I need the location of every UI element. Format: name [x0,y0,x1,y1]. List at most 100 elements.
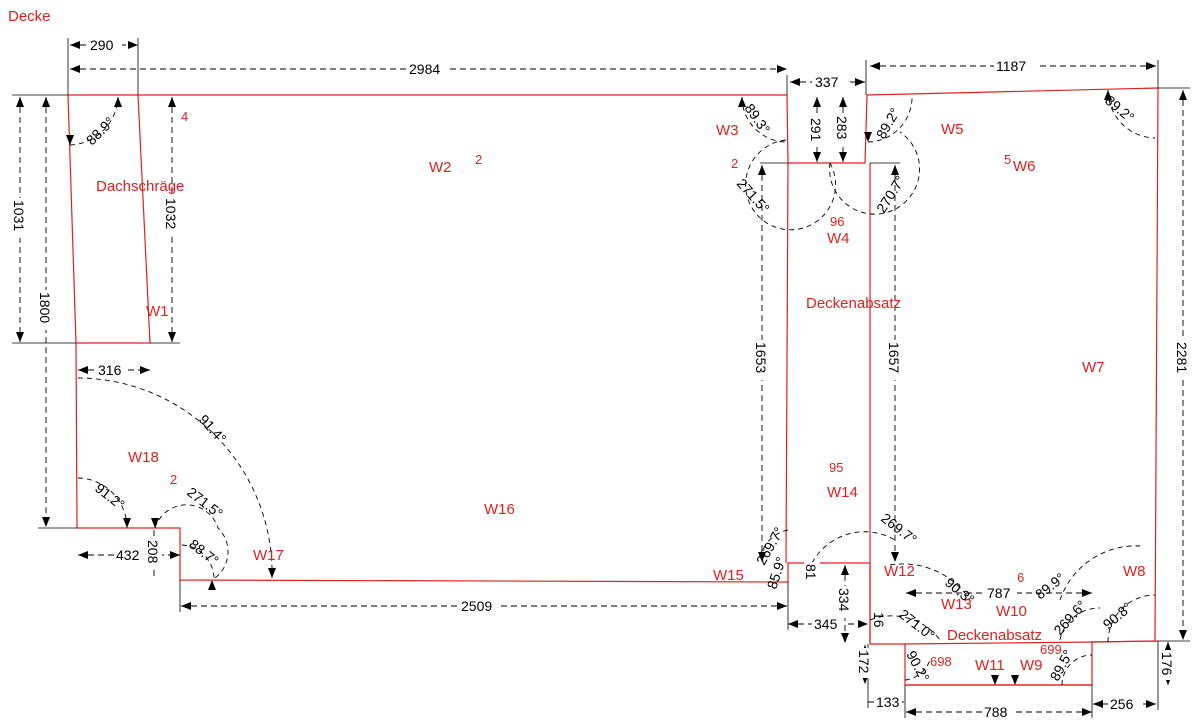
angle-text-89-9: 89.9° [1032,570,1068,603]
arrow [66,135,74,145]
arc-90-3 [889,563,971,601]
wall-label-w16: W16 [484,501,515,518]
arrow [777,65,787,73]
arrow [870,62,880,70]
wall-label-w14: W14 [827,484,858,501]
text-bg [887,340,903,380]
wall-label-w15: W15 [713,567,744,584]
dim-text-81: 81 [803,564,819,580]
wall-w8-stub [1091,640,1159,643]
arrow [70,65,80,73]
arc-269-7-a [811,531,896,564]
dim-text-16: 16 [871,612,887,628]
arrow [1179,90,1187,100]
vertical-dimension-texts: 1031 1800 1032 291 283 1653 1657 2281 20… [11,114,1191,680]
arrow [170,551,180,559]
arrow [1104,90,1112,100]
angle-text-89-2-b: 89.2° [1102,92,1137,125]
wall-label-w17: W17 [253,547,284,564]
arrow [790,78,800,86]
arrow [78,551,88,559]
angle-text-91-4: 91.4° [196,411,230,446]
arrow [1164,642,1172,652]
angle-text-90-2: 90.2° [903,648,933,685]
dim-text-1657: 1657 [886,342,902,373]
arrow [128,41,138,49]
text-bg [146,538,162,570]
arrow [858,620,868,628]
text-bg [1175,340,1191,380]
arrow [1082,708,1092,716]
dim-text-283: 283 [834,116,850,140]
angle-text-90-8: 90.8° [1100,599,1135,632]
arrow [16,332,24,342]
angle-arcs [69,89,1156,686]
text-bg [164,196,180,236]
arc-271-0 [869,615,941,641]
arrow [1093,700,1103,708]
wall-label-w2: W2 [429,159,452,176]
dim-text-2984: 2984 [409,61,440,77]
arc-90-8 [1107,594,1156,643]
wall-w4-left [785,162,789,564]
wall-w11-top [904,641,1093,645]
arc-269-6 [1059,607,1101,641]
marker-2-w3: 2 [731,156,738,171]
dim-text-1032: 1032 [163,198,179,229]
horizontal-dimension-texts: 290 2984 337 1187 316 432 2509 345 787 1… [88,37,1140,720]
wall-label-w10: W10 [996,603,1027,620]
text-bg [1160,650,1176,680]
wall-label-w1: W1 [146,303,169,320]
arc-271-5-bottom [154,504,229,581]
arrow [758,552,766,562]
arrow [841,565,849,575]
arc-91-2 [77,477,128,529]
arc-270-7 [829,131,921,215]
text-bg [982,704,1014,720]
area-label-deckenabsatz-2: Deckenabsatz [947,627,1042,644]
arrow [991,675,999,685]
arrow [891,165,899,175]
dim-text-133: 133 [876,694,900,710]
text-bg [857,648,873,678]
wall-label-w4: W4 [827,230,850,247]
arrow [758,165,766,175]
arrow [839,97,847,107]
text-bg [407,61,449,77]
wall-label-w12: W12 [884,563,915,580]
marker-95: 95 [829,460,843,475]
arrow [123,518,131,528]
room-outline-main [68,87,1159,686]
angle-text-88-7: 88.7° [186,536,222,569]
text-bg [874,694,902,710]
angle-text-270-7: 270.7° [873,173,908,216]
marker-4: 4 [181,109,188,124]
text-bg [812,74,846,90]
arrow [906,589,916,597]
text-bg [12,198,28,238]
wall-label-w18: W18 [128,449,159,466]
marker-2-top: 2 [475,152,482,167]
dim-text-2281: 2281 [1174,342,1190,373]
text-bg [114,547,148,563]
wall-label-w8: W8 [1123,563,1146,580]
arrow [891,552,899,562]
marker-699: 699 [1040,642,1062,657]
text-bg [837,586,853,618]
dim-text-291: 291 [808,118,824,142]
dim-text-208: 208 [145,540,161,564]
wall-w1-left [67,94,77,344]
arrow [1146,62,1156,70]
area-label-deckenabsatz-1: Deckenabsatz [806,295,901,312]
arc-271-5-top [745,139,837,231]
arrow [168,332,176,342]
arrow [78,366,88,374]
page-title: Decke [8,8,51,25]
text-bg [38,290,54,330]
arrow [208,580,216,590]
arrow [1179,630,1187,640]
dim-text-290: 290 [90,37,114,53]
angle-text-271-5-b: 271.5° [184,484,226,522]
arrow [1146,700,1156,708]
